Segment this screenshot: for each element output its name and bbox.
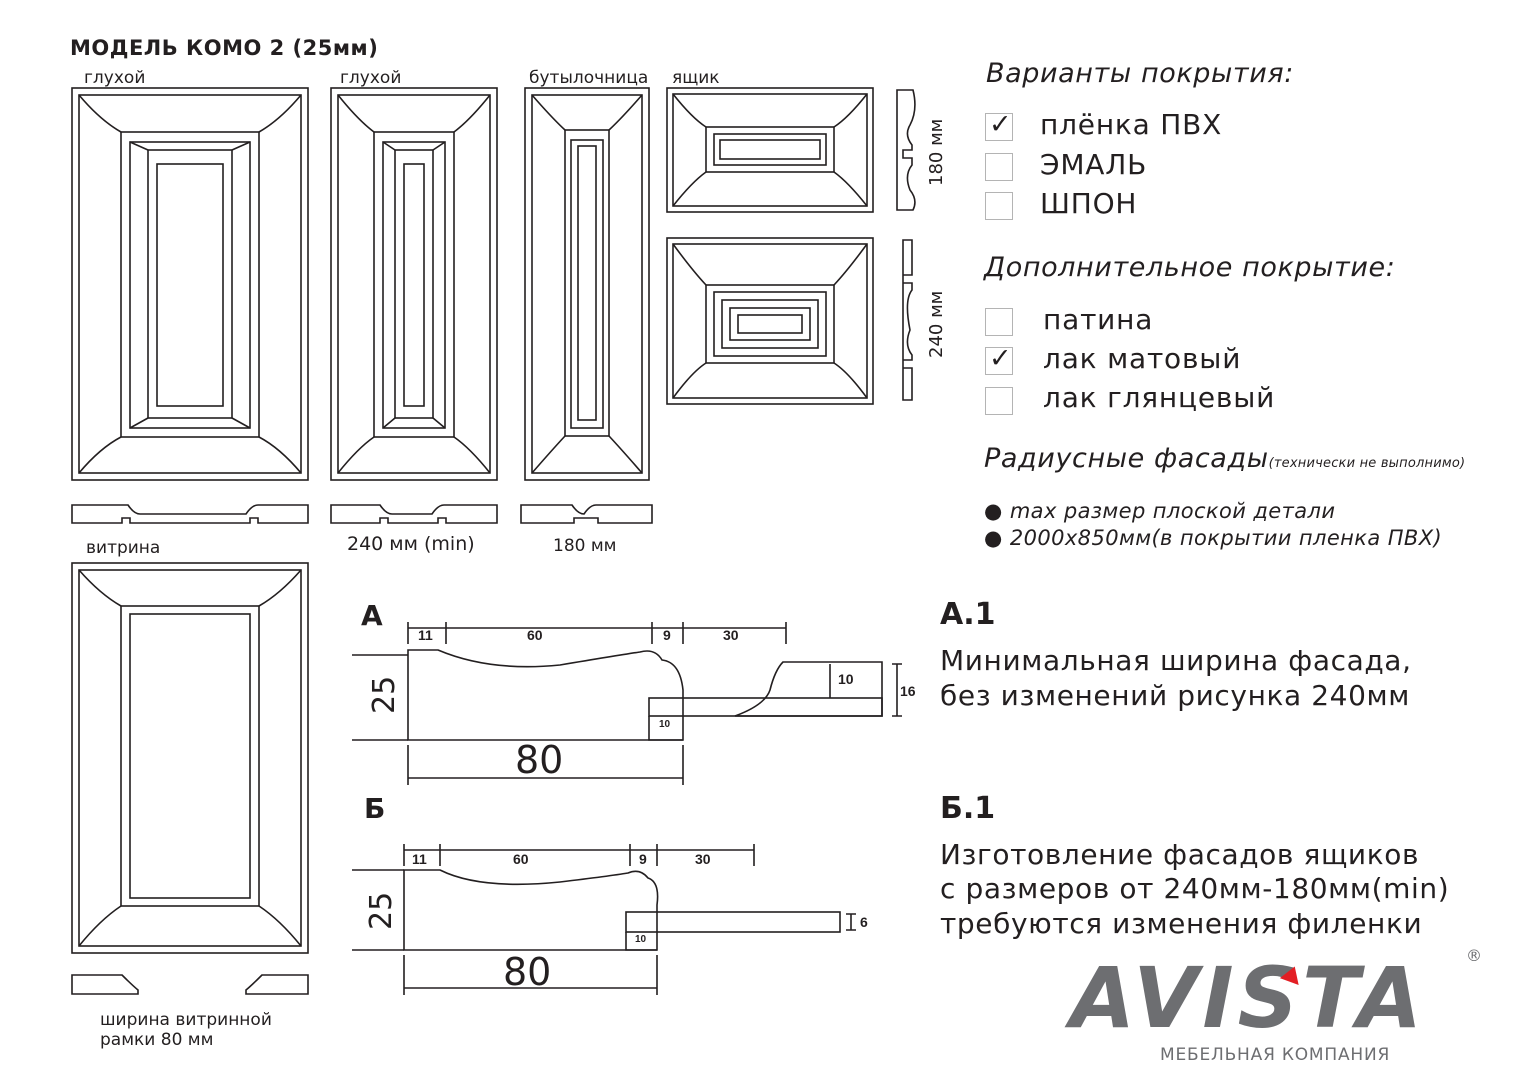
drawer-240: [666, 237, 874, 405]
section-b-letter: Б: [364, 792, 386, 825]
section-b-dim-30: 30: [695, 851, 711, 867]
radius-note: (технически не выполнимо): [1268, 456, 1466, 471]
option-enamel: ЭМАЛЬ: [1040, 148, 1148, 181]
drawer-180: [666, 87, 874, 213]
radius-bullet-2-text: 2000х850мм(в покрытии пленка ПВХ): [1009, 526, 1443, 550]
section-a-thickness: 16: [900, 683, 916, 699]
section-a-dim-60: 60: [527, 627, 543, 643]
section-a-total: 80: [515, 738, 564, 782]
note-b1-line2: с размеров от 240мм-180мм(min): [940, 872, 1450, 905]
bullet-icon: ●: [984, 499, 1003, 523]
showcase-width-line1: ширина витринной: [100, 1010, 272, 1030]
option-veneer: ШПОН: [1040, 187, 1138, 220]
note-b1-line3: требуются изменения филенки: [940, 907, 1423, 940]
drawer-height-180: 180 мм: [926, 118, 947, 186]
section-a-height: 25: [367, 675, 402, 714]
option-patina: патина: [1043, 303, 1154, 336]
section-b-dim-11: 11: [412, 851, 427, 867]
width-label-240: 240 мм (min): [347, 533, 475, 555]
section-a-profile: [352, 622, 902, 785]
profile-strip-1: [71, 504, 309, 524]
radius-bullet-1-text: max размер плоской детали: [1009, 499, 1336, 523]
section-b-dim-60: 60: [513, 851, 529, 867]
checkbox-matte-lacquer[interactable]: ✓: [985, 343, 1013, 375]
option-matte-lacquer: лак матовый: [1043, 342, 1242, 375]
door-butylochnitsa: [524, 87, 650, 481]
section-a-panel: 10: [838, 671, 854, 687]
section-a-letter: А: [361, 599, 383, 632]
door-label-3: бутылочница: [529, 68, 649, 88]
section-b-tongue: 10: [635, 934, 647, 945]
note-b1-line1: Изготовление фасадов ящиков: [940, 838, 1420, 871]
width-label-180: 180 мм: [553, 536, 617, 556]
brand-subtitle: МЕБЕЛЬНАЯ КОМПАНИЯ: [1160, 1045, 1391, 1065]
check-icon: ✓: [989, 343, 1012, 374]
section-a-tongue: 10: [659, 719, 671, 730]
door-glukhoy-1: [71, 87, 309, 481]
section-b-thickness: 6: [860, 914, 868, 930]
checkbox-veneer[interactable]: [985, 192, 1013, 220]
note-a1-line2: без изменений рисунка 240мм: [940, 679, 1410, 712]
drawer-height-240: 240 мм: [926, 290, 947, 358]
note-a1-title: А.1: [940, 597, 996, 632]
door-label-1: глухой: [84, 68, 146, 88]
radius-bullet-2: ● 2000х850мм(в покрытии пленка ПВХ): [984, 526, 1442, 550]
bullet-icon: ●: [984, 526, 1003, 550]
drawer-side-profile-2: [902, 239, 913, 401]
checkbox-gloss-lacquer[interactable]: [985, 387, 1013, 415]
coating-heading: Варианты покрытия:: [986, 58, 1294, 89]
door-label-4: ящик: [672, 68, 720, 88]
section-a-dim-30: 30: [723, 627, 739, 643]
door-label-5: витрина: [86, 538, 161, 558]
profile-strip-vitrina: [71, 974, 309, 995]
section-b-height: 25: [364, 891, 399, 930]
section-a-dim-9: 9: [663, 627, 671, 643]
brand-logo: AVISTA: [1070, 949, 1426, 1047]
section-a-dim-11: 11: [418, 627, 433, 643]
profile-strip-3: [520, 504, 653, 524]
radius-bullet-1: ● max размер плоской детали: [984, 499, 1335, 523]
drawer-side-profile-1: [896, 89, 916, 211]
section-b-total: 80: [503, 950, 552, 994]
radius-heading: Радиусные фасады(технически не выполнимо…: [984, 443, 1465, 474]
profile-strip-2: [330, 504, 498, 524]
checkbox-patina[interactable]: [985, 308, 1013, 336]
extra-heading: Дополнительное покрытие:: [984, 252, 1396, 283]
door-glukhoy-2: [330, 87, 498, 481]
checkbox-pvc[interactable]: ✓: [985, 109, 1013, 141]
section-b-dim-9: 9: [639, 851, 647, 867]
section-b-profile: [352, 844, 856, 995]
note-b1-title: Б.1: [940, 791, 996, 826]
registered-mark: ®: [1466, 946, 1482, 965]
option-gloss-lacquer: лак глянцевый: [1043, 381, 1276, 414]
door-label-2: глухой: [340, 68, 402, 88]
page-title: МОДЕЛЬ КОМО 2 (25мм): [70, 36, 379, 60]
note-a1-line1: Минимальная ширина фасада,: [940, 644, 1412, 677]
radius-heading-text: Радиусные фасады: [984, 443, 1269, 474]
door-vitrina: [71, 562, 309, 954]
showcase-width-line2: рамки 80 мм: [100, 1030, 214, 1050]
checkbox-enamel[interactable]: [985, 153, 1013, 181]
check-icon: ✓: [989, 109, 1012, 140]
option-pvc: плёнка ПВХ: [1040, 108, 1223, 141]
